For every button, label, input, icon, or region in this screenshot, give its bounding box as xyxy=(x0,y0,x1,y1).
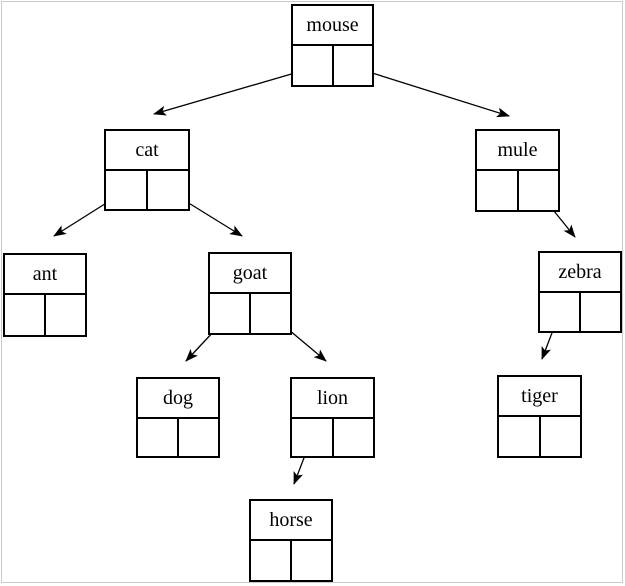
tree-node-lion: lion xyxy=(290,377,375,458)
pointer-cells xyxy=(210,294,290,333)
pointer-cells xyxy=(477,171,558,210)
right-pointer-cell xyxy=(179,419,218,456)
pointer-cells xyxy=(106,171,188,209)
pointer-cells xyxy=(138,419,218,456)
node-label: cat xyxy=(106,131,188,171)
right-pointer-cell xyxy=(292,541,331,580)
right-pointer-cell xyxy=(251,294,290,333)
tree-node-zebra: zebra xyxy=(538,251,622,333)
node-label: tiger xyxy=(499,377,580,417)
left-pointer-cell xyxy=(251,541,292,580)
pointer-cells xyxy=(251,541,331,580)
left-pointer-cell xyxy=(210,294,251,333)
right-pointer-cell xyxy=(519,171,559,210)
left-pointer-cell xyxy=(106,171,148,209)
tree-node-ant: ant xyxy=(3,253,87,337)
node-label: mule xyxy=(477,131,558,171)
node-label: dog xyxy=(138,379,218,419)
pointer-cells xyxy=(499,417,580,456)
left-pointer-cell xyxy=(293,46,334,85)
left-pointer-cell xyxy=(540,293,581,331)
left-pointer-cell xyxy=(292,419,334,456)
tree-node-horse: horse xyxy=(249,499,333,582)
edge-mouse-cat xyxy=(153,67,313,116)
left-pointer-cell xyxy=(5,295,46,335)
left-pointer-cell xyxy=(477,171,519,210)
right-pointer-cell xyxy=(46,295,85,335)
right-pointer-cell xyxy=(581,293,620,331)
node-label: lion xyxy=(292,379,373,419)
tree-node-cat: cat xyxy=(104,129,190,211)
node-label: zebra xyxy=(540,253,620,293)
right-pointer-cell xyxy=(148,171,188,209)
node-label: mouse xyxy=(293,6,372,46)
pointer-cells xyxy=(540,293,620,331)
tree-node-tiger: tiger xyxy=(497,375,582,458)
left-pointer-cell xyxy=(138,419,179,456)
edge-mouse-mule xyxy=(352,66,510,118)
tree-node-goat: goat xyxy=(208,252,292,335)
node-label: horse xyxy=(251,501,331,541)
right-pointer-cell xyxy=(334,46,373,85)
pointer-cells xyxy=(5,295,85,335)
tree-node-mule: mule xyxy=(475,129,560,212)
pointer-cells xyxy=(292,419,373,456)
right-pointer-cell xyxy=(541,417,581,456)
tree-node-dog: dog xyxy=(136,377,220,458)
right-pointer-cell xyxy=(334,419,374,456)
tree-node-mouse: mouse xyxy=(291,4,374,87)
pointer-cells xyxy=(293,46,372,85)
node-label: goat xyxy=(210,254,290,294)
left-pointer-cell xyxy=(499,417,541,456)
node-label: ant xyxy=(5,255,85,295)
